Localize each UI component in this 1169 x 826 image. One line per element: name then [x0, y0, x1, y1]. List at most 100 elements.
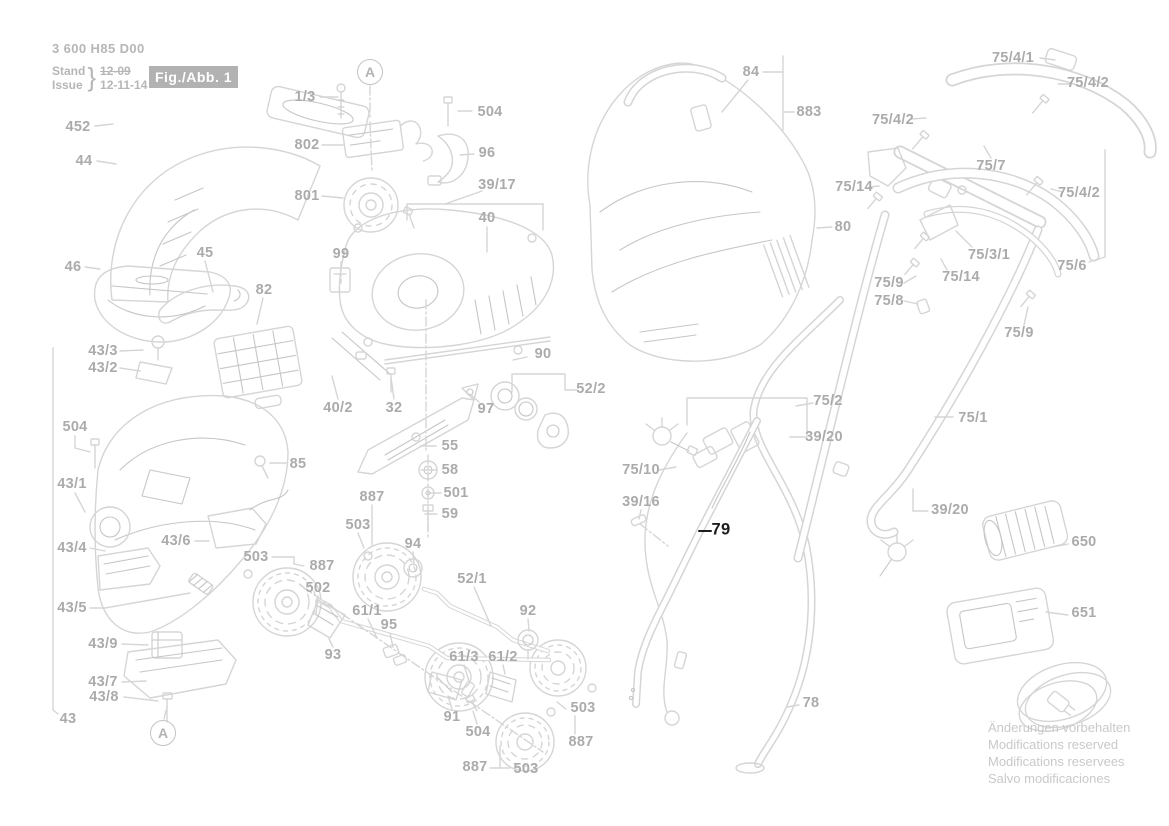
part-label-75-4-1: 75/4/1: [991, 50, 1035, 66]
part-label-52-1: 52/1: [457, 571, 487, 587]
section-marker-A: A: [150, 720, 176, 746]
part-label-61-1: 61/1: [352, 603, 382, 619]
part-label-75-14: 75/14: [942, 269, 980, 285]
corner-piece: [867, 147, 907, 187]
clamp-96: [427, 133, 469, 186]
cable-39-20-left: [644, 432, 688, 726]
rights-line-de: Änderungen vorbehalten: [988, 720, 1131, 735]
wheel: [424, 642, 494, 712]
part-label-39-16: 39/16: [622, 494, 660, 510]
part-label-75-6: 75/6: [1057, 258, 1087, 274]
wheel: [495, 712, 555, 772]
tube-78: [735, 296, 844, 774]
ratchet-61-2: [485, 671, 517, 703]
part-label-43-9: 43/9: [88, 636, 118, 652]
screw-75-9: [904, 257, 920, 276]
switch-panel-82: [213, 325, 303, 410]
plate-43-4: [97, 547, 161, 591]
part-label-75-9: 75/9: [1004, 325, 1034, 341]
part-label-44: 44: [75, 153, 93, 169]
battery-650: [982, 500, 1069, 561]
part-label-39-20: 39/20: [805, 429, 843, 445]
revision-block: Stand Issue } 12-09 12-11-14: [52, 62, 147, 93]
part-label-75-2: 75/2: [813, 393, 843, 409]
part-label-504: 504: [62, 419, 88, 435]
part-label-503: 503: [243, 549, 269, 565]
screw-75-4-2: [1025, 176, 1044, 196]
part-label-503: 503: [513, 761, 539, 777]
figure-badge: Fig./Abb. 1: [149, 66, 238, 88]
part-label-887: 887: [462, 759, 488, 775]
part-label-96: 96: [478, 145, 496, 161]
mower-deck-40: [331, 206, 555, 393]
part-label-501: 501: [443, 485, 469, 501]
carry-handle-45: [158, 284, 250, 324]
part-label-95: 95: [380, 617, 398, 633]
blade-55: [357, 397, 475, 475]
wheel: [352, 542, 422, 612]
part-label-59: 59: [441, 506, 459, 522]
axle-52-1: [421, 586, 551, 654]
cone-93: [307, 599, 346, 639]
part-label-40-2: 40/2: [323, 400, 353, 416]
upper-handlebars: [892, 62, 1157, 278]
part-label-90: 90: [534, 346, 552, 362]
part-label-75-1: 75/1: [958, 410, 988, 426]
motor-housing-883: [587, 62, 816, 362]
screw-1-3: [336, 83, 346, 119]
part-label-1-3: 1/3: [294, 89, 316, 105]
part-label-78: 78: [802, 695, 820, 711]
washer-503: [243, 551, 597, 717]
part-label-887: 887: [309, 558, 335, 574]
part-label-43-8: 43/8: [89, 689, 119, 705]
switchbox-802: [341, 119, 433, 162]
screw-504-left: [90, 438, 100, 469]
wheel: [529, 639, 587, 697]
part-label-79: 79: [711, 520, 731, 539]
cover-46: [93, 265, 231, 343]
part-label-75-9: 75/9: [874, 275, 904, 291]
part-label-802: 802: [294, 137, 320, 153]
part-label-99: 99: [332, 246, 350, 262]
part-label-84: 84: [742, 64, 760, 80]
part-label-43-1: 43/1: [57, 476, 87, 492]
part-label-93: 93: [324, 647, 342, 663]
section-marker-A: A: [357, 59, 383, 85]
front-hood-44: [110, 146, 321, 303]
part-label-504: 504: [465, 724, 491, 740]
screw-75-4-2: [911, 130, 930, 150]
wing-knob-right: [879, 533, 914, 577]
part-label-43: 43: [59, 711, 77, 727]
screw-43-8: [162, 692, 173, 723]
wheel: [252, 567, 322, 637]
cone-97: [461, 383, 479, 401]
bracket-43-7: [123, 639, 237, 699]
wedge-75-3-1: [919, 204, 959, 241]
part-label-39-17: 39/17: [478, 177, 516, 193]
part-label-883: 883: [796, 104, 822, 120]
part-label-91: 91: [443, 709, 461, 725]
spring-43-5: [188, 572, 214, 595]
part-label-801: 801: [294, 188, 320, 204]
flange-92: [517, 629, 539, 660]
part-label-82: 82: [255, 282, 273, 298]
gearbox-round: [89, 506, 131, 548]
screw-32: [386, 367, 396, 393]
screw-75-9: [1020, 289, 1036, 308]
screw-504-top: [443, 96, 453, 127]
part-label-651: 651: [1071, 605, 1097, 621]
part-label-452: 452: [65, 119, 91, 135]
wing-knob: [645, 417, 699, 457]
part-label-61-2: 61/2: [488, 649, 518, 665]
clip-75-8: [916, 298, 931, 315]
rights-line-en: Modifications reserved: [988, 737, 1119, 752]
pin-39-16: [630, 514, 647, 527]
revision-brace: }: [87, 62, 97, 92]
bosch-logo-plate-452: [266, 85, 370, 139]
rights-notice: Änderungen vorbehalten Modifications res…: [988, 719, 1130, 787]
fan-801: [343, 177, 399, 233]
rights-line-es: Salvo modificaciones: [988, 771, 1111, 786]
part-label-45: 45: [196, 245, 214, 261]
pin-61-3: [461, 680, 475, 698]
